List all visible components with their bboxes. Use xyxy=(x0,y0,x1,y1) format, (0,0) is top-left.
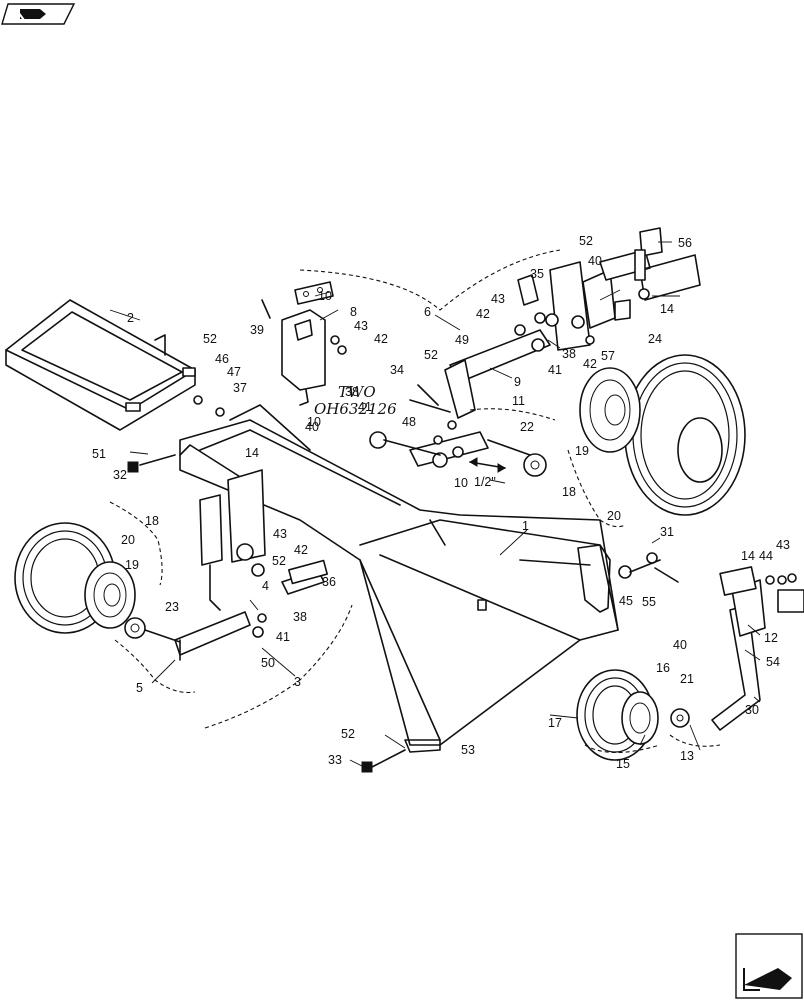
callout: 14 xyxy=(741,549,755,563)
callout: 39 xyxy=(250,323,264,337)
callout: 2 xyxy=(127,311,134,325)
callout: 52 xyxy=(272,554,286,568)
callout: 13 xyxy=(680,749,694,763)
callout: 1 xyxy=(522,519,529,533)
callout: 17 xyxy=(548,716,562,730)
hardware-pieces xyxy=(127,249,797,773)
handwritten-line: TWO xyxy=(338,383,376,401)
callout: 40 xyxy=(673,638,687,652)
callout: 45 xyxy=(619,594,633,608)
leader-lines xyxy=(109,241,761,767)
handwritten-line: OH632126 xyxy=(314,400,397,418)
upper-bracket xyxy=(281,281,334,406)
callout: 18 xyxy=(562,485,576,499)
callout: 34 xyxy=(390,363,404,377)
callout: 4 xyxy=(262,579,269,593)
callout: 38 xyxy=(345,385,359,399)
callout: 19 xyxy=(125,558,139,572)
callout: 14 xyxy=(660,302,674,316)
callout: 51 xyxy=(92,447,106,461)
callout: 38 xyxy=(293,610,307,624)
callout: 38 xyxy=(562,347,576,361)
callout: 42 xyxy=(374,332,388,346)
dimension-arrow xyxy=(468,457,507,473)
callout: 49 xyxy=(455,333,469,347)
callout: 21 xyxy=(680,672,694,686)
callout: 50 xyxy=(261,656,275,670)
callout: 30 xyxy=(745,703,759,717)
back-navigation-icon[interactable] xyxy=(1,3,76,25)
callout: 48 xyxy=(402,415,416,429)
upper-right-bracket xyxy=(517,227,701,352)
callout: 52 xyxy=(341,727,355,741)
wheel-bottom xyxy=(576,669,690,761)
callout: 3 xyxy=(294,675,301,689)
callout: 12 xyxy=(764,631,778,645)
callout: 53 xyxy=(461,743,475,757)
wheel-left xyxy=(14,522,136,634)
callout: 6 xyxy=(424,305,431,319)
callout: 40 xyxy=(588,254,602,268)
callout: 31 xyxy=(660,525,674,539)
callout: 43 xyxy=(273,527,287,541)
callout: 44 xyxy=(759,549,773,563)
callout: 36 xyxy=(322,575,336,589)
callout: 8 xyxy=(350,305,357,319)
callout: 19 xyxy=(575,444,589,458)
callout: 10 xyxy=(454,476,468,490)
callout: 18 xyxy=(145,514,159,528)
callout: 11 xyxy=(512,394,525,408)
callout: 22 xyxy=(520,420,534,434)
callout: 23 xyxy=(165,600,179,614)
callout: 16 xyxy=(656,661,670,675)
caster-arm xyxy=(711,566,804,731)
callout: 57 xyxy=(601,349,615,363)
callout: 35 xyxy=(530,267,544,281)
callout: 33 xyxy=(328,753,342,767)
callout: 46 xyxy=(215,352,229,366)
callout: 41 xyxy=(548,363,562,377)
callout: 37 xyxy=(233,381,247,395)
tray xyxy=(5,299,196,431)
callout: 43 xyxy=(491,292,505,306)
callout-labels: 1 2 3 4 5 6 8 9 10 10 10 11 12 13 14 14 … xyxy=(92,234,790,771)
callout: 47 xyxy=(227,365,241,379)
callout: 20 xyxy=(121,533,135,547)
callout: 10 xyxy=(307,415,321,429)
callout: 9 xyxy=(514,375,521,389)
callout: 14 xyxy=(245,446,259,460)
callout: 55 xyxy=(642,595,656,609)
rocker-arm-assembly xyxy=(369,329,551,477)
group-braces xyxy=(109,249,721,753)
forward-navigation-icon[interactable] xyxy=(735,933,803,999)
callout: 42 xyxy=(294,543,308,557)
callout: 52 xyxy=(579,234,593,248)
callout: 24 xyxy=(648,332,662,346)
callout: 20 xyxy=(607,509,621,523)
callout: 32 xyxy=(113,468,127,482)
handwritten-note: TWO OH632126 xyxy=(314,383,397,418)
callout: 42 xyxy=(476,307,490,321)
wheel-top-right xyxy=(579,354,746,516)
callout: 56 xyxy=(678,236,692,250)
callout: 52 xyxy=(203,332,217,346)
callout: 10 xyxy=(318,289,332,303)
callout: 40 xyxy=(305,420,319,434)
dimension-note: 1/2" xyxy=(474,475,496,489)
callout: 54 xyxy=(766,655,780,669)
callout: 15 xyxy=(616,757,630,771)
callout: 43 xyxy=(354,319,368,333)
callout: 41 xyxy=(358,400,372,414)
main-frame xyxy=(179,404,619,753)
callout: 41 xyxy=(276,630,290,644)
callout: 5 xyxy=(136,681,143,695)
callout: 43 xyxy=(776,538,790,552)
callout: 42 xyxy=(583,357,597,371)
callout: 52 xyxy=(424,348,438,362)
